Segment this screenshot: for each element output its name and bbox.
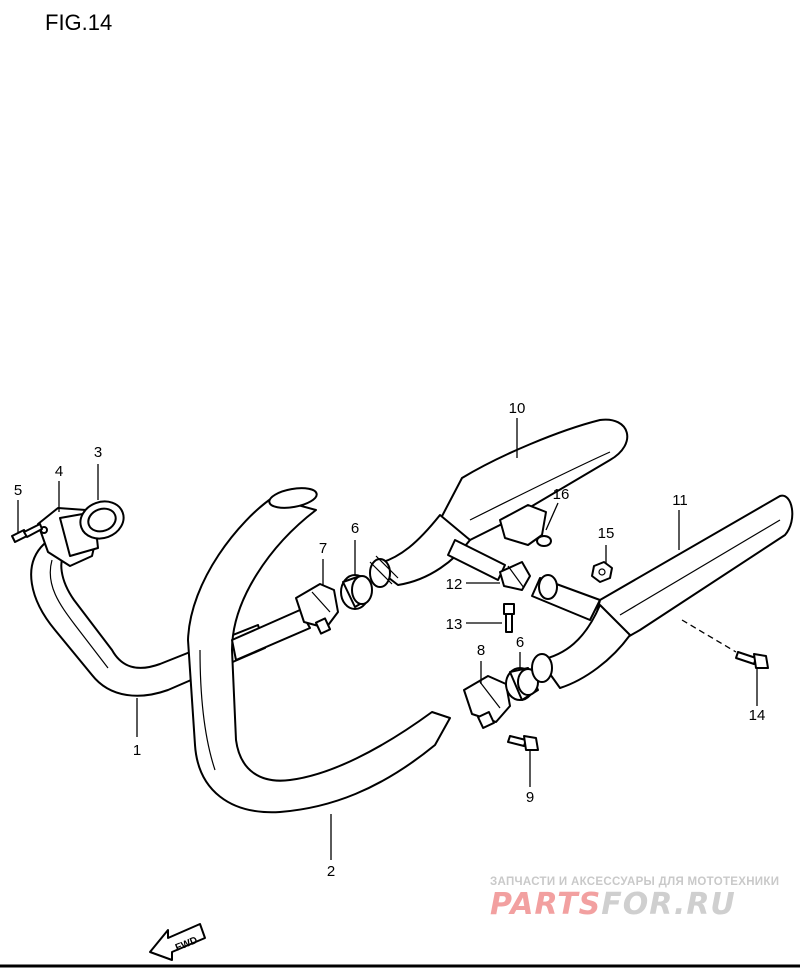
figure-title: FIG.14 [45,10,112,35]
callout-10: 10 [509,400,526,417]
upper-joint-gasket [340,574,373,610]
callout-11: 11 [672,492,688,509]
callout-6-lower: 6 [516,634,524,651]
callout-13: 13 [446,616,463,633]
callout-7: 7 [319,540,327,557]
callout-5: 5 [14,482,22,499]
rear-exhaust-pipe [187,487,451,814]
front-joint-clamp [295,583,339,635]
flange-bolt [11,523,43,543]
watermark-tagline: ЗАПЧАСТИ И АКСЕССУАРЫ ДЛЯ МОТОТЕХНИКИ [490,876,779,888]
fwd-badge: FWD [149,923,206,961]
exhaust-gasket [79,500,125,540]
muffler-bolt [735,651,769,669]
lower-muffler [531,494,794,689]
watermark-brand-parts: PARTS [490,887,601,922]
watermark-brand-forru: FOR.RU [601,887,736,922]
callout-9: 9 [526,789,534,806]
forward-arrow-icon [149,923,206,961]
crossover-bolt [503,603,515,633]
callout-12: 12 [446,576,463,593]
callout-6-upper: 6 [351,520,359,537]
crossover-clamp [499,561,531,591]
rear-joint-clamp [463,675,511,729]
muffler-bracket [499,504,552,547]
leader-lines [17,418,758,860]
callout-1: 1 [133,742,141,759]
callout-8: 8 [477,642,485,659]
clamp-bolt [507,735,539,751]
callout-3: 3 [94,444,102,461]
exhaust-flange [37,507,99,567]
watermark: ЗАПЧАСТИ И АКСЕССУАРЫ ДЛЯ МОТОТЕХНИКИ PA… [490,876,779,922]
callout-2: 2 [327,863,335,880]
callout-15: 15 [598,525,615,542]
callout-4: 4 [55,463,63,480]
callout-16: 16 [553,486,570,503]
hex-nut [591,561,613,583]
upper-muffler [369,418,629,588]
callout-14: 14 [749,707,766,724]
watermark-brand: PARTSFOR.RU [490,887,736,922]
